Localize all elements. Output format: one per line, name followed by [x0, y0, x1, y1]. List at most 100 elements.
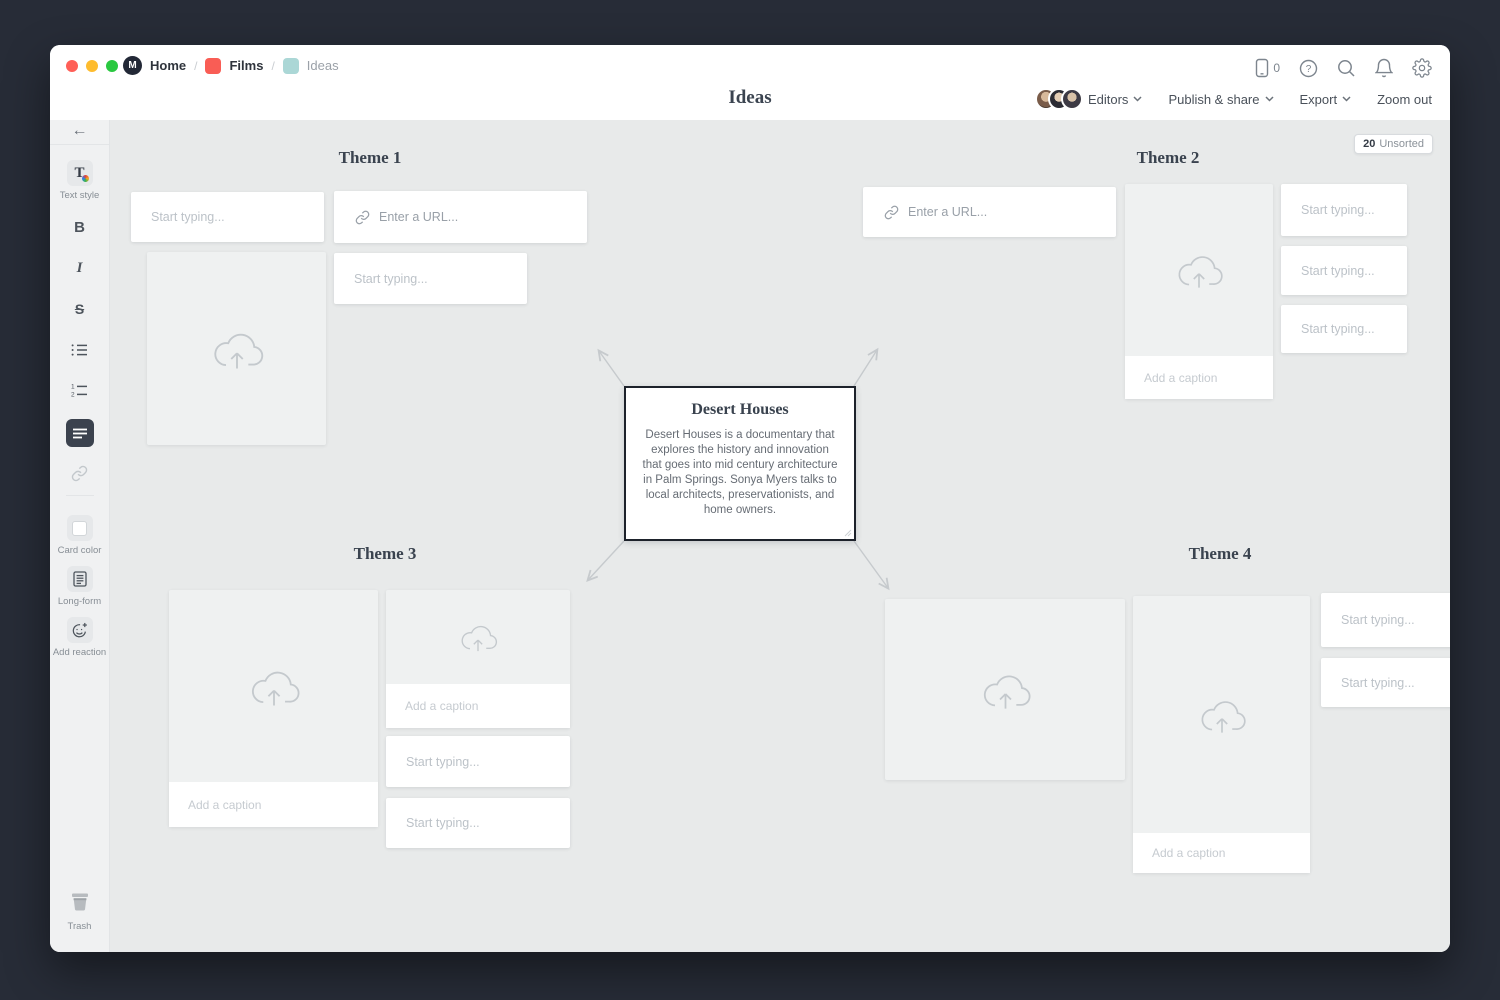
long-form-button[interactable] — [50, 566, 109, 592]
caption-area[interactable]: Add a caption — [1133, 833, 1310, 873]
films-board-icon[interactable] — [205, 57, 222, 74]
device-count: 0 — [1273, 61, 1280, 75]
text-style-label: Text style — [59, 190, 100, 201]
italic-button[interactable]: I — [50, 260, 109, 277]
note-card-empty[interactable]: Start typing... — [1281, 246, 1407, 295]
minimize-window-button[interactable] — [86, 60, 98, 72]
caption-placeholder: Add a caption — [1144, 370, 1218, 385]
caption-area[interactable]: Add a caption — [386, 684, 570, 728]
url-placeholder: Enter a URL... — [379, 210, 459, 224]
note-card-empty[interactable]: Start typing... — [386, 736, 570, 787]
image-card-empty[interactable]: Add a caption — [1133, 596, 1310, 873]
link-card-empty[interactable]: Enter a URL... — [863, 187, 1116, 237]
add-reaction-button[interactable] — [50, 617, 109, 643]
link-icon — [71, 465, 88, 482]
help-button[interactable]: ? — [1299, 59, 1318, 78]
link-icon — [355, 210, 370, 224]
note-tool-button-selected[interactable] — [50, 419, 109, 447]
zoom-window-button[interactable] — [106, 60, 118, 72]
card-color-label: Card color — [57, 545, 102, 556]
mobile-device-button[interactable]: 0 — [1255, 58, 1280, 78]
gear-icon — [1412, 58, 1432, 78]
theme-2-title[interactable]: Theme 2 — [1136, 148, 1200, 167]
bold-icon: B — [74, 219, 85, 236]
upload-cloud-icon — [1178, 256, 1223, 288]
board-canvas[interactable]: Theme 1 Theme 2 Theme 3 Theme 4 20 Unsor… — [110, 120, 1450, 952]
format-toolbar: ← T Text style B I S 1 — [50, 120, 110, 952]
theme-4-title[interactable]: Theme 4 — [1188, 544, 1252, 563]
bullet-list-icon — [71, 344, 87, 356]
search-button[interactable] — [1337, 59, 1356, 78]
note-card-empty[interactable]: Start typing... — [386, 798, 570, 848]
note-card-empty[interactable]: Start typing... — [1321, 658, 1450, 707]
header-menus: Editors Publish & share Export Zoom out — [1034, 88, 1432, 110]
trash-label: Trash — [67, 921, 92, 932]
text-style-button[interactable]: T — [50, 160, 109, 186]
search-icon — [1338, 59, 1355, 77]
breadcrumb-home[interactable]: Home — [150, 58, 187, 73]
window-controls — [66, 60, 118, 72]
notifications-button[interactable] — [1375, 58, 1393, 78]
breadcrumb-ideas[interactable]: Ideas — [306, 58, 339, 73]
note-card-empty[interactable]: Start typing... — [1281, 305, 1407, 353]
image-card-empty[interactable] — [147, 252, 326, 445]
export-label: Export — [1299, 91, 1338, 107]
avatar — [1060, 88, 1083, 110]
image-card-empty[interactable] — [885, 599, 1125, 780]
svg-text:1: 1 — [71, 384, 75, 391]
publish-share-menu[interactable]: Publish & share — [1168, 92, 1274, 107]
note-card-empty[interactable]: Start typing... — [1281, 184, 1407, 236]
selected-note-card[interactable]: Desert Houses Desert Houses is a documen… — [624, 386, 856, 541]
theme-1-title[interactable]: Theme 1 — [338, 148, 402, 167]
note-card-empty[interactable]: Start typing... — [131, 192, 324, 242]
collapse-toolbar-button[interactable]: ← — [50, 122, 109, 140]
milanote-logo[interactable]: M — [123, 56, 142, 75]
white-swatch-icon — [72, 520, 87, 536]
unsorted-count: 20 — [1363, 138, 1376, 150]
note-card-empty[interactable]: Start typing... — [334, 253, 527, 304]
note-placeholder: Start typing... — [1301, 322, 1375, 336]
link-card-empty[interactable]: Enter a URL... — [334, 191, 587, 243]
card-color-button[interactable] — [50, 515, 109, 541]
upload-cloud-icon — [983, 675, 1030, 709]
trash-button[interactable] — [50, 890, 109, 912]
bullet-list-button[interactable] — [50, 343, 109, 357]
export-menu[interactable]: Export — [1300, 92, 1352, 107]
close-window-button[interactable] — [66, 60, 78, 72]
trash-icon — [71, 893, 88, 911]
bell-icon — [1375, 58, 1393, 78]
numbered-list-button[interactable]: 1 2 — [50, 383, 109, 398]
toolbar-divider — [66, 495, 94, 496]
zoom-out-button[interactable]: Zoom out — [1377, 92, 1432, 107]
connector-arrows — [110, 120, 1450, 952]
theme-3-title[interactable]: Theme 3 — [353, 544, 417, 563]
image-card-empty[interactable]: Add a caption — [1125, 184, 1273, 399]
svg-text:2: 2 — [71, 392, 75, 399]
resize-handle-icon[interactable] — [844, 529, 852, 537]
chevron-down-icon — [1133, 96, 1142, 102]
chevron-down-icon — [1264, 96, 1274, 102]
bold-button[interactable]: B — [50, 219, 109, 236]
image-card-empty[interactable]: Add a caption — [169, 590, 378, 827]
breadcrumb-separator: / — [194, 58, 198, 73]
ideas-board-icon[interactable] — [282, 57, 299, 74]
settings-button[interactable] — [1412, 58, 1432, 78]
breadcrumb-films[interactable]: Films — [229, 58, 264, 73]
note-card-empty[interactable]: Start typing... — [1321, 593, 1450, 647]
unsorted-badge[interactable]: 20 Unsorted — [1354, 134, 1433, 154]
breadcrumb: M Home / Films / Ideas — [123, 56, 339, 75]
upload-cloud-icon — [1201, 700, 1246, 733]
editors-menu[interactable]: Editors — [1034, 88, 1142, 110]
caption-area[interactable]: Add a caption — [1125, 356, 1273, 399]
image-card-empty[interactable]: Add a caption — [386, 590, 570, 728]
top-icons: 0 ? — [1255, 58, 1432, 78]
editors-label: Editors — [1087, 91, 1129, 107]
upload-cloud-icon — [251, 671, 299, 705]
caption-area[interactable]: Add a caption — [169, 782, 378, 827]
caption-placeholder: Add a caption — [1152, 846, 1226, 860]
strikethrough-button[interactable]: S — [50, 301, 109, 317]
toolbar-divider — [50, 144, 109, 145]
note-placeholder: Start typing... — [151, 210, 225, 224]
note-placeholder: Start typing... — [406, 754, 480, 769]
url-placeholder: Enter a URL... — [908, 205, 988, 219]
